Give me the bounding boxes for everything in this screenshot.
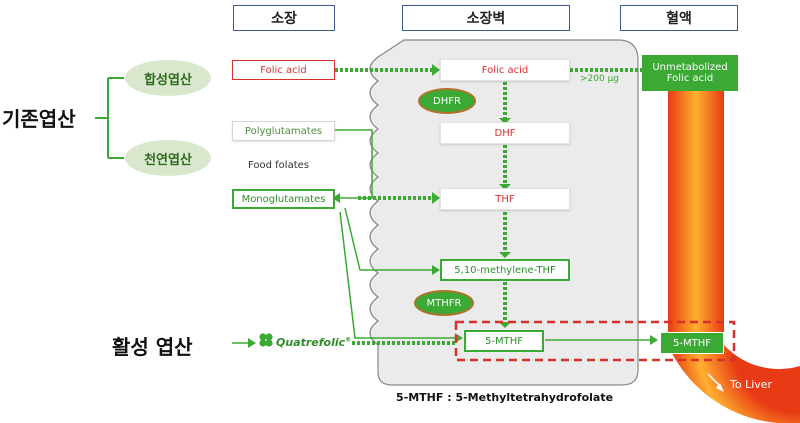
blood-vessel <box>668 58 724 346</box>
quatrefolic-clover-icon <box>259 333 273 347</box>
mthfr-enzyme: MTHFR <box>414 290 474 316</box>
unmetabolized-folic-acid-box: Unmetabolized Folic acid <box>642 55 738 91</box>
synthetic-folate-ellipse: 합성엽산 <box>125 60 211 96</box>
polyglutamates-box: Polyglutamates <box>232 121 335 141</box>
header-intestinal-wall: 소장벽 <box>402 5 570 31</box>
blood-vessel-bend <box>668 345 800 423</box>
wall-folic-acid-box: Folic acid <box>440 59 570 81</box>
arrow-to-liver <box>707 373 721 387</box>
header-small-intestine: 소장 <box>233 5 335 31</box>
wall-5-mthf-box: 5-MTHF <box>464 330 544 352</box>
methylene-thf-box: 5,10-methylene-THF <box>440 259 570 281</box>
threshold-label: >200 µg <box>580 74 620 84</box>
dhfr-enzyme: DHFR <box>418 88 476 114</box>
monoglutamates-box: Monoglutamates <box>232 189 335 209</box>
classification-bracket <box>95 77 124 159</box>
arrow-mono-to-mthf <box>339 211 455 339</box>
existing-folate-label: 기존엽산 <box>2 107 76 131</box>
to-liver-label: To Liver <box>730 378 773 391</box>
footnote: 5-MTHF : 5-Methyltetrahydrofolate <box>396 391 614 404</box>
quatrefolic-brand-name: Quatrefolic <box>276 336 346 349</box>
food-folates-label: Food folates <box>248 160 309 171</box>
header-blood: 혈액 <box>620 5 738 31</box>
thf-box: THF <box>440 188 570 210</box>
lumen-folic-acid-box: Folic acid <box>232 60 335 80</box>
blood-5-mthf-box: 5-MTHF <box>660 332 724 354</box>
arrow-poly-to-mono <box>335 129 373 199</box>
natural-folate-ellipse: 천연엽산 <box>125 140 211 176</box>
dhf-box: DHF <box>440 122 570 144</box>
arrow-mono-to-methylene <box>344 207 432 271</box>
quatrefolic-brand: Quatrefolic® <box>276 336 351 349</box>
active-folate-highlight <box>454 320 736 362</box>
active-folate-label: 활성 엽산 <box>112 335 193 359</box>
registered-mark: ® <box>345 336 352 344</box>
